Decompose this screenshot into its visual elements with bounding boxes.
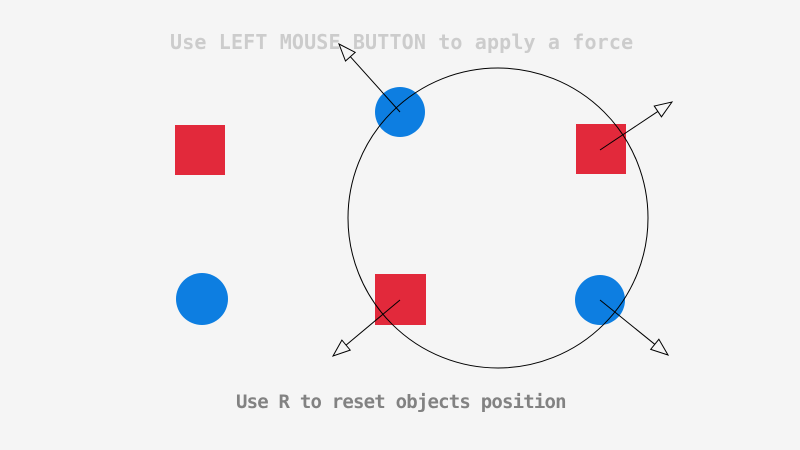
- force-arrow-top-head-icon: [338, 42, 357, 62]
- boundary-circle: [347, 67, 649, 369]
- force-arrow-top-shaft: [349, 56, 401, 113]
- force-arrow-bottom-right-head-icon: [649, 338, 670, 356]
- force-arrow-bottom-left-head-icon: [331, 339, 352, 357]
- red-square-bottom[interactable]: [375, 274, 426, 325]
- force-arrow-right-shaft: [599, 111, 659, 151]
- blue-ball-left[interactable]: [176, 273, 228, 325]
- instruction-apply-force: Use LEFT MOUSE BUTTON to apply a force: [170, 30, 634, 54]
- force-arrow-bottom-left-shaft: [345, 299, 401, 346]
- red-square-left[interactable]: [175, 125, 225, 175]
- force-arrow-bottom-right-shaft: [599, 299, 656, 345]
- force-arrow-right-head-icon: [653, 101, 674, 118]
- instruction-reset: Use R to reset objects position: [236, 391, 567, 413]
